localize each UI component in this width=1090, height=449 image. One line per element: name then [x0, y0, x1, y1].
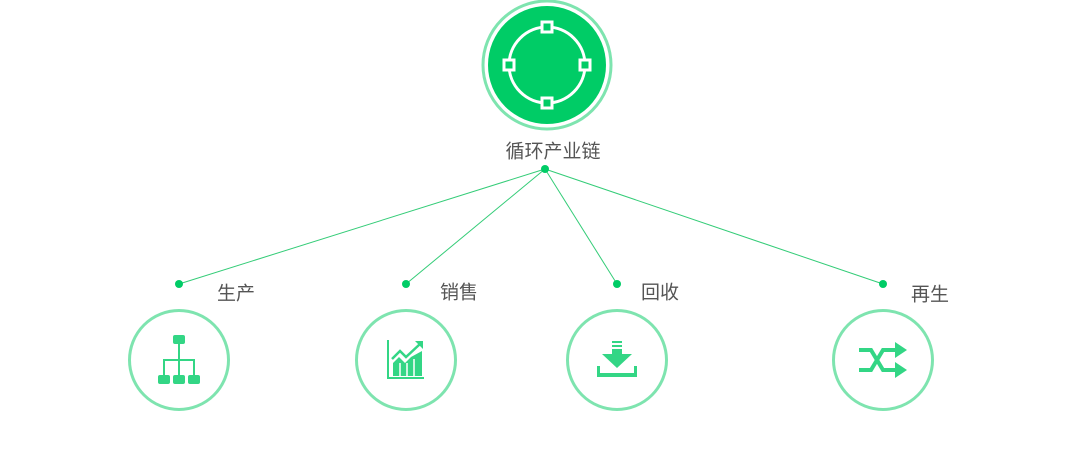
node-label-recycle: 回收: [640, 281, 680, 304]
download-icon: [597, 341, 637, 377]
node-label-regenerate: 再生: [910, 283, 950, 306]
shuffle-icon: [859, 342, 907, 378]
node-label-production: 生产: [216, 282, 256, 305]
hub-title: 循环产业链: [505, 140, 601, 163]
node-sales: [355, 309, 457, 411]
sitemap-icon: [158, 335, 200, 384]
hub-circle-icon: [481, 0, 613, 131]
node-regenerate: [832, 309, 934, 411]
node-production: [128, 309, 230, 411]
node-label-sales: 销售: [439, 281, 479, 304]
node-recycle: [566, 309, 668, 411]
growth-chart-icon: [387, 340, 424, 379]
